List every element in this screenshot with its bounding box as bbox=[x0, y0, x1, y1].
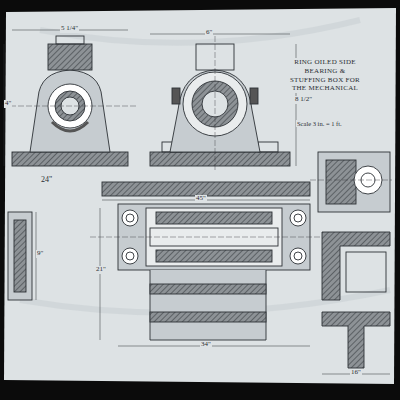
dimension-label: Scale 3 in. = 1 ft. bbox=[296, 120, 343, 127]
front-view bbox=[2, 30, 136, 166]
detail-left bbox=[8, 212, 36, 300]
paper bbox=[4, 8, 396, 384]
dimension-label: 24" bbox=[40, 176, 53, 185]
dimension-label: 21" bbox=[95, 266, 107, 274]
dimension-label: 8 1/2" bbox=[294, 96, 313, 104]
plan-view bbox=[90, 182, 320, 346]
dimension-label: 5 1/4" bbox=[60, 25, 79, 33]
end-view bbox=[310, 152, 392, 212]
dimension-label: 34" bbox=[200, 341, 212, 349]
title-block: RING OILED SIDE BEARING & STUFFING BOX F… bbox=[286, 58, 364, 93]
side-view bbox=[150, 34, 296, 170]
dimension-label: 6" bbox=[205, 29, 213, 37]
dimension-label: 9" bbox=[36, 250, 44, 258]
dimension-label: 16" bbox=[350, 369, 362, 377]
dimension-label: 4" bbox=[4, 100, 12, 108]
dimension-label: 45" bbox=[195, 195, 207, 203]
detail-right bbox=[322, 232, 390, 374]
